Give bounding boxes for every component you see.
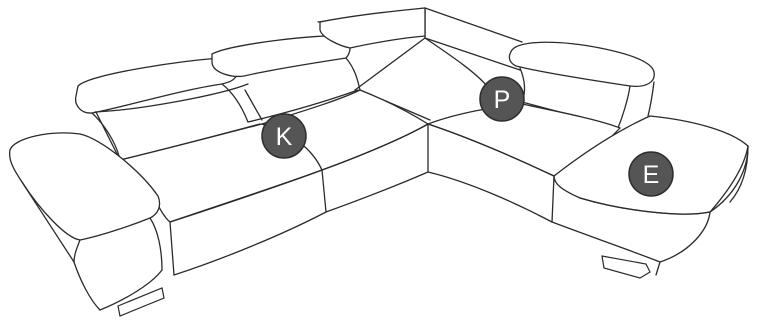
marker-k-label: K bbox=[276, 123, 293, 151]
front-faces bbox=[169, 123, 749, 276]
sofa-legs bbox=[117, 255, 651, 317]
marker-e-label: E bbox=[643, 161, 660, 189]
headrest-corner bbox=[319, 7, 426, 49]
armrest-left bbox=[8, 132, 163, 311]
headrest-middle bbox=[211, 35, 361, 91]
headrest-right bbox=[508, 41, 655, 129]
marker-e: E bbox=[628, 151, 674, 197]
marker-p: P bbox=[479, 76, 525, 122]
marker-p-label: P bbox=[494, 86, 511, 114]
marker-k: K bbox=[261, 113, 307, 159]
